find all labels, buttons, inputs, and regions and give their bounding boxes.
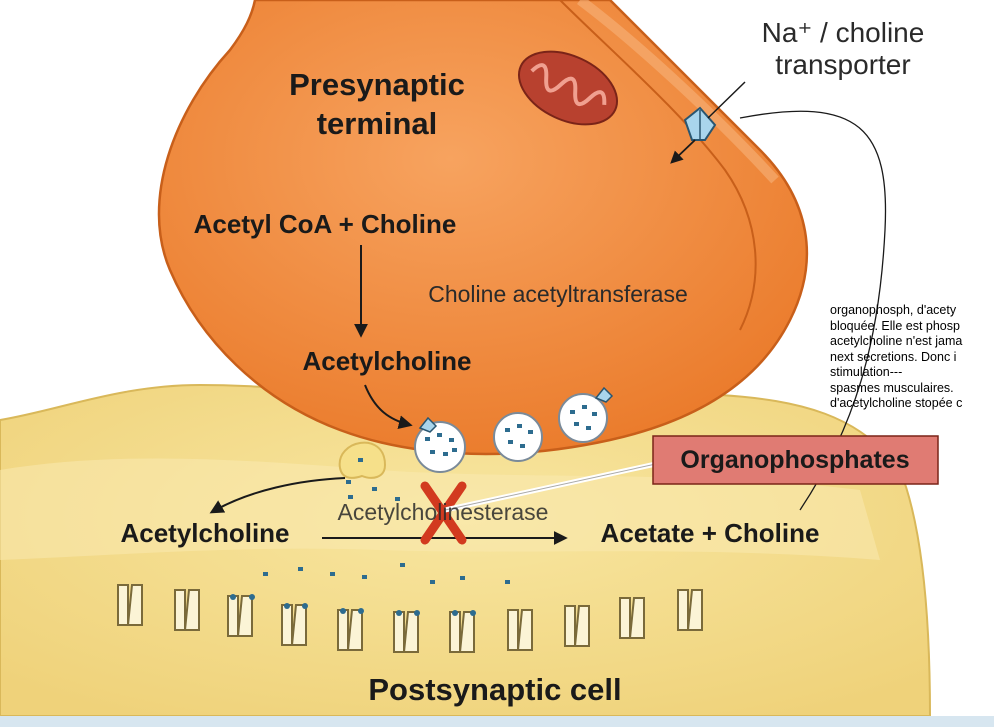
note-line: acetylcholine n'est jama <box>830 334 963 348</box>
presynaptic-membrane-outer <box>576 0 779 184</box>
transporter-pointer-line <box>707 81 746 119</box>
enzyme-label-ache: Acetylcholinesterase <box>338 499 549 525</box>
substrates-label: Acetyl CoA + Choline <box>194 209 457 239</box>
receptor <box>677 589 703 631</box>
postsynaptic-title: Postsynaptic cell <box>368 672 621 707</box>
annotation-note: organophosph, d'acety bloquée. Elle est … <box>830 303 994 412</box>
note-line: next secretions. Donc i <box>830 349 957 364</box>
note-line: stimulation--- <box>830 365 903 379</box>
acetylcholine-cleft-label: Acetylcholine <box>120 518 289 548</box>
released-acetylcholine <box>263 458 510 584</box>
vesicle <box>493 412 543 462</box>
receptor <box>174 589 200 631</box>
bottom-bar <box>0 716 994 727</box>
mitochondrion <box>517 50 619 126</box>
transporter-arrow <box>670 139 696 164</box>
choline-transporter <box>683 106 717 141</box>
bound-acetylcholine <box>230 594 476 616</box>
vesicle <box>558 386 614 443</box>
receptor <box>117 584 143 626</box>
receptor <box>619 597 645 639</box>
note-line: spasmes musculaires. <box>830 380 954 395</box>
inhibition-x-icon <box>420 481 467 545</box>
organophosphate-pointer-edge <box>444 461 666 511</box>
presynaptic-title-line1: Presynaptic <box>289 67 465 102</box>
receptor <box>564 605 590 647</box>
release-arrow <box>209 477 346 514</box>
organophosphates-box <box>652 435 939 485</box>
transporter-label-line2: transporter <box>775 49 910 80</box>
note-line: bloquée. Elle est phosp <box>830 318 960 333</box>
hydrolysis-products-label: Acetate + Choline <box>601 518 820 548</box>
note-line: d'acetylcholine stopée c <box>830 396 963 410</box>
presynaptic-title-line2: terminal <box>317 106 438 141</box>
receptor <box>507 609 533 651</box>
note-line: organophosph, d'acety <box>830 303 957 317</box>
choline-recycle-path <box>739 110 887 511</box>
acetylcholine-product-label: Acetylcholine <box>302 346 471 376</box>
enzyme-label-chat: Choline acetyltransferase <box>428 281 688 307</box>
loading-arrow <box>364 384 413 430</box>
transporter-label-line1: Na⁺ / choline <box>762 17 925 48</box>
presynaptic-membrane <box>559 0 757 331</box>
organophosphates-label: Organophosphates <box>680 446 909 474</box>
vesicle <box>414 416 466 473</box>
